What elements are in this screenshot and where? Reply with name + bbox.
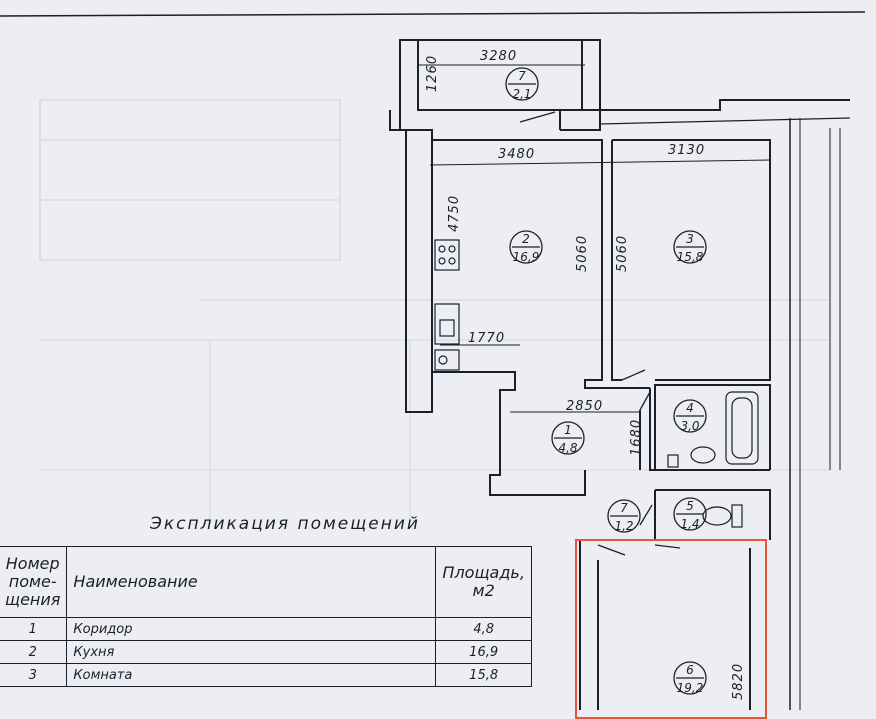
- highlight-frame: [575, 539, 767, 719]
- room-number: 7: [620, 501, 628, 515]
- dimension-label: 3480: [498, 147, 535, 162]
- room-area: 2,1: [512, 87, 531, 101]
- row-name: Кухня: [66, 640, 437, 664]
- row-area: 15,8: [435, 663, 532, 687]
- row-number: 2: [0, 640, 68, 664]
- room-area: 4,8: [558, 441, 577, 455]
- room-number: 6: [686, 663, 694, 677]
- explication-title: Экспликация помещений: [150, 514, 420, 534]
- dimension-label: 3280: [480, 49, 517, 64]
- room-number: 3: [686, 232, 694, 246]
- header-area: Площадь, м2: [435, 546, 532, 618]
- dimension-label: 1770: [468, 331, 505, 346]
- dimension-label: 1260: [425, 55, 440, 92]
- room-number: 5: [686, 499, 694, 513]
- room-markers: [505, 67, 707, 695]
- row-name: Коридор: [66, 617, 437, 641]
- dimension-label: 5820: [731, 663, 746, 700]
- row-number: 3: [0, 663, 68, 687]
- room-area: 16,9: [513, 250, 540, 264]
- table-row: 1 Коридор 4,8: [0, 617, 532, 641]
- room-area: 1,2: [614, 519, 633, 533]
- row-name: Комната: [66, 663, 437, 687]
- room-labels: 7 2,1 2 16,9 3 15,8 1 4,8 4 3,0 7 1,2 5 …: [512, 69, 703, 695]
- room-number: 1: [564, 423, 572, 437]
- dimension-lines: [418, 64, 771, 413]
- row-area: 16,9: [435, 640, 532, 664]
- room-area: 15,8: [677, 250, 704, 264]
- dimension-label: 4750: [447, 195, 462, 232]
- table-header-row: Номер поме- щения Наименование Площадь, …: [0, 546, 532, 618]
- header-number: Номер поме- щения: [0, 546, 68, 618]
- room-area: 1,4: [680, 517, 699, 531]
- header-name: Наименование: [66, 546, 437, 618]
- room-area: 19,2: [677, 681, 704, 695]
- explication-table: Номер поме- щения Наименование Площадь, …: [0, 546, 532, 687]
- row-number: 1: [0, 617, 68, 641]
- room-area: 3,0: [680, 419, 699, 433]
- row-area: 4,8: [435, 617, 532, 641]
- table-row: 2 Кухня 16,9: [0, 640, 532, 664]
- room-number: 7: [518, 69, 526, 83]
- room-number: 4: [686, 401, 694, 415]
- table-row: 3 Комната 15,8: [0, 663, 532, 687]
- doors: [519, 111, 681, 556]
- dimension-label: 5060: [615, 235, 630, 272]
- room-number: 2: [522, 232, 530, 246]
- dimension-label: 1680: [629, 419, 644, 456]
- fixtures: [434, 239, 759, 528]
- dimension-label: 2850: [566, 399, 603, 414]
- dimension-values: 3280 1260 3480 3130 4750 5060 5060 1770 …: [425, 49, 746, 700]
- dimension-label: 5060: [575, 235, 590, 272]
- dimension-label: 3130: [668, 143, 705, 158]
